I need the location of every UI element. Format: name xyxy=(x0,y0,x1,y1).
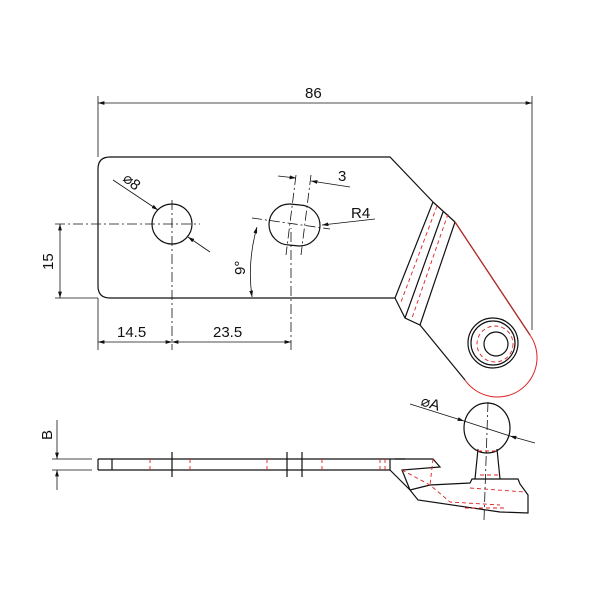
ball-stud xyxy=(474,448,501,480)
bend-band xyxy=(394,201,456,326)
dim-overall-length: 86 xyxy=(305,85,322,102)
dim-hole-height: 15 xyxy=(40,253,57,270)
top-view: 86 ⌀8 3 R4 15 9° 14.5 23.5 xyxy=(40,85,538,398)
dim-slot-radius: R4 xyxy=(351,205,370,222)
plate-outline xyxy=(97,156,531,381)
side-view: B ⌀A xyxy=(39,393,536,521)
eyelet-boss xyxy=(467,317,519,369)
dim-hole-diameter: ⌀8 xyxy=(119,170,143,194)
dim-ball-diameter: ⌀A xyxy=(419,393,442,415)
dim-hole-spacing: 23.5 xyxy=(213,324,242,341)
slot xyxy=(268,203,321,247)
plate-side xyxy=(97,458,405,471)
eyelet-arc xyxy=(464,334,538,398)
dim-hole-offset: 14.5 xyxy=(117,324,146,341)
dim-thickness: B xyxy=(39,430,56,440)
dim-slot-width: 3 xyxy=(338,168,346,185)
dim-slot-angle: 9° xyxy=(232,261,249,275)
